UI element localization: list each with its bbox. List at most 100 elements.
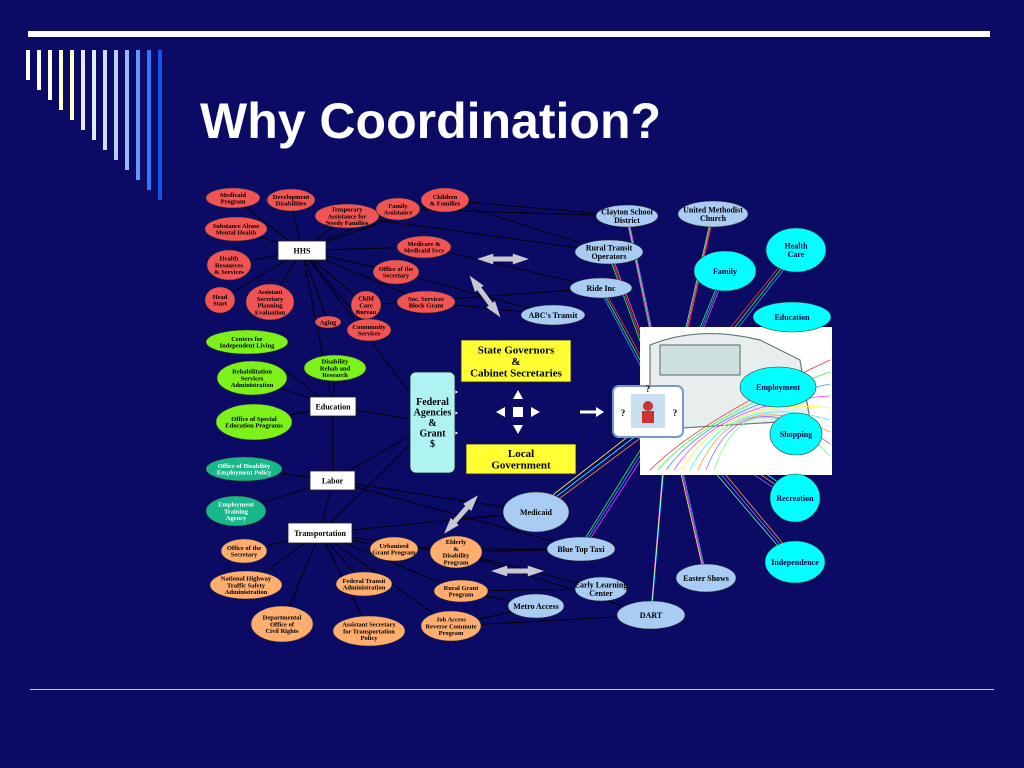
node-label: Start — [213, 301, 228, 308]
node-label: Employment — [218, 501, 255, 508]
edge-aging-hhs — [301, 250, 329, 323]
bus-ray-4 — [681, 405, 831, 471]
node-label: Mental Health — [216, 230, 257, 237]
node-label: Program — [439, 630, 464, 637]
node-label: Federal — [416, 397, 449, 408]
edge-elderly-disability-dart — [455, 551, 652, 616]
node-label: Ride Inc — [586, 284, 616, 293]
node-label: District — [614, 216, 640, 225]
node-label: Employment — [756, 383, 800, 392]
node-label: Secretary — [231, 552, 258, 559]
node-label: & — [453, 546, 459, 553]
slide-title: Why Coordination? — [200, 93, 662, 149]
node-aging: Aging — [314, 315, 342, 329]
node-label: Labor — [322, 476, 344, 485]
node-label: Office of Special — [231, 416, 277, 423]
node-label: Easter Shows — [683, 574, 729, 583]
node-employment: Employment — [739, 366, 817, 408]
node-label: Administration — [343, 585, 386, 592]
node-label: Civil Rights — [265, 628, 299, 635]
node-medicaid: Medicaid — [502, 491, 570, 533]
node-label: Program — [449, 592, 474, 599]
node-label: Education — [774, 313, 810, 322]
node-label: Family — [713, 267, 737, 276]
node-label: Head — [213, 294, 228, 301]
node-label: & — [511, 356, 520, 368]
nodes-layer: MedicaidProgramDevelopmentDisabilitiesTe… — [204, 187, 832, 647]
question-mark: ? — [621, 408, 626, 418]
node-label: Church — [700, 214, 727, 223]
node-label: Planning — [258, 303, 284, 310]
edge-labor-blue-top-taxi — [332, 480, 582, 550]
node-label: Blue Top Taxi — [557, 545, 605, 554]
node-label: Care — [788, 250, 805, 259]
node-shopping: Shopping — [769, 412, 823, 456]
node-label: Rehab and — [320, 365, 351, 372]
node-label: Evaluation — [255, 310, 286, 317]
question-mark: ? — [646, 384, 651, 394]
node-label: Development — [273, 194, 310, 201]
node-children-families: Children& Families — [420, 187, 470, 213]
node-label: Operators — [591, 252, 626, 261]
arrow-dot-transit-2 — [491, 565, 544, 577]
node-label: Center — [589, 589, 613, 598]
node-label: for Transportation — [343, 628, 395, 635]
node-label: Block Grant — [409, 303, 444, 310]
node-state-governors: State Governors&Cabinet Secretaries — [460, 339, 572, 383]
node-label: Medicaid — [220, 192, 246, 199]
node-family: Family — [693, 250, 757, 292]
node-label: Temporary — [331, 206, 363, 213]
node-label: Local — [508, 448, 534, 460]
node-label: Agencies — [414, 408, 452, 419]
node-dart: DART — [616, 600, 686, 630]
node-label: & Services — [214, 269, 244, 276]
node-label: Shopping — [780, 430, 812, 439]
node-label: Departmental — [263, 614, 302, 621]
node-label: Community — [352, 324, 386, 331]
node-label: Metro Access — [513, 602, 558, 611]
node-label: Research — [322, 372, 348, 379]
edge-children-families-rural-transit — [444, 199, 610, 253]
person-icon — [643, 401, 653, 411]
node-label: Disability — [322, 358, 349, 365]
node-label: National Highway — [221, 575, 272, 582]
node-label: Early Learning — [575, 581, 628, 590]
top-rule — [28, 31, 990, 37]
node-label: Medicare & — [407, 241, 441, 248]
edge-medicare-medicaid-ride-inc — [423, 246, 602, 289]
node-label: Health — [784, 242, 808, 251]
node-education-need: Education — [752, 301, 832, 333]
node-label: Substance Abuse — [213, 223, 260, 230]
forward-arrow-3 — [580, 407, 604, 417]
node-label: Disability — [443, 553, 470, 560]
node-ride-inc: Ride Inc — [569, 277, 633, 299]
node-rider: ??? — [612, 384, 684, 438]
node-label: Bureau — [356, 309, 377, 316]
arrow-hhs-transit-2 — [469, 275, 501, 318]
node-label: Soc. Services — [408, 296, 444, 303]
node-label: & Families — [430, 201, 461, 208]
node-label: Children — [433, 194, 458, 201]
node-label: Aging — [320, 319, 337, 326]
node-label: Secretary — [257, 296, 284, 303]
bus-window — [659, 344, 741, 376]
node-label: Health — [220, 255, 239, 262]
node-label: Policy — [361, 635, 379, 642]
node-label: Program — [444, 560, 469, 567]
node-label: Child — [358, 295, 374, 302]
